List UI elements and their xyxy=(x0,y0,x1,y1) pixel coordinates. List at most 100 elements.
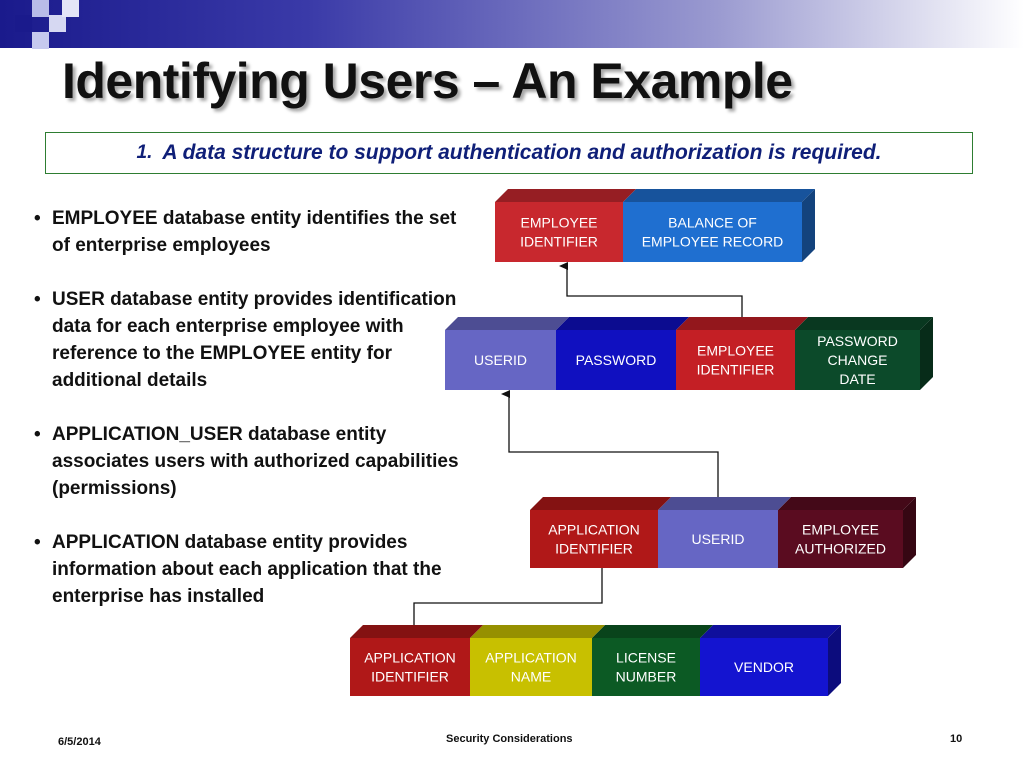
field-top-face xyxy=(556,317,689,330)
field-vendor: VENDOR xyxy=(700,625,841,696)
field-front-face xyxy=(556,330,676,390)
bullet-list: • EMPLOYEE database entity identifies th… xyxy=(32,205,462,637)
connectors xyxy=(413,262,743,645)
field-employee-authorized: EMPLOYEE AUTHORIZED xyxy=(778,497,916,568)
field-label: EMPLOYEE xyxy=(520,215,597,231)
field-label: AUTHORIZED xyxy=(795,541,886,557)
fk-user-to-employee xyxy=(559,262,743,330)
field-employee-identifier: EMPLOYEE IDENTIFIER xyxy=(495,189,636,262)
field-label: USERID xyxy=(474,352,527,368)
field-top-face xyxy=(495,189,636,202)
bullet-text: APPLICATION_USER database entity associa… xyxy=(52,424,459,499)
requirement-number: 1. xyxy=(136,142,153,163)
field-label: VENDOR xyxy=(734,659,794,675)
field-front-face xyxy=(445,330,556,390)
bullet-dot: • xyxy=(34,424,41,445)
field-side-face xyxy=(920,317,933,390)
field-label: CHANGE xyxy=(828,352,888,368)
field-side-face xyxy=(903,497,916,568)
field-userid: USERID xyxy=(658,497,791,568)
field-label: PASSWORD xyxy=(576,352,657,368)
field-label: USERID xyxy=(692,531,745,547)
field-application-identifier: APPLICATION IDENTIFIER xyxy=(530,497,671,568)
field-front-face xyxy=(700,638,828,696)
slide-title: Identifying Users – An Example xyxy=(62,53,793,109)
field-label: IDENTIFIER xyxy=(371,669,449,685)
footer-date: 6/5/2014 xyxy=(58,736,101,748)
field-top-face xyxy=(795,317,933,330)
field-front-face xyxy=(495,202,623,262)
field-top-face xyxy=(530,497,671,510)
page-number: 10 xyxy=(950,733,963,745)
field-side-face xyxy=(802,189,815,262)
field-top-face xyxy=(658,497,791,510)
field-label: BALANCE OF xyxy=(668,215,757,231)
field-top-face xyxy=(676,317,808,330)
field-front-face xyxy=(795,330,920,390)
requirement-box: 1. A data structure to support authentic… xyxy=(45,132,973,174)
field-label: IDENTIFIER xyxy=(555,541,633,557)
field-userid: USERID xyxy=(445,317,569,390)
square-dark xyxy=(15,15,32,32)
bullet-user: • USER database entity provides identifi… xyxy=(32,286,462,394)
field-label: APPLICATION xyxy=(485,650,577,666)
field-application-name: APPLICATION NAME xyxy=(470,625,605,696)
field-top-face xyxy=(778,497,916,510)
field-side-face xyxy=(828,625,841,696)
field-password-change-date: PASSWORD CHANGE DATE xyxy=(795,317,933,390)
field-front-face xyxy=(592,638,700,696)
field-label: EMPLOYEE xyxy=(697,343,774,359)
field-front-face xyxy=(658,510,778,568)
entity-user: PASSWORD CHANGE DATE EMPLOYEE IDENTIFIER PASS… xyxy=(445,317,933,390)
field-top-face xyxy=(700,625,841,638)
field-label: APPLICATION xyxy=(548,522,640,538)
field-label: LICENSE xyxy=(616,650,676,666)
field-front-face xyxy=(623,202,802,262)
bullet-text: EMPLOYEE database entity identifies the … xyxy=(52,208,457,256)
square-light xyxy=(32,0,49,17)
field-front-face xyxy=(350,638,470,696)
decorative-squares xyxy=(0,0,80,70)
field-label: IDENTIFIER xyxy=(520,234,598,250)
bullet-application-user: • APPLICATION_USER database entity assoc… xyxy=(32,421,462,502)
bullet-dot: • xyxy=(34,532,41,553)
bullet-dot: • xyxy=(34,289,41,310)
field-front-face xyxy=(676,330,795,390)
field-label: NAME xyxy=(511,669,551,685)
field-top-face xyxy=(623,189,815,202)
field-top-face xyxy=(592,625,713,638)
bullet-text: APPLICATION database entity provides inf… xyxy=(52,532,442,607)
bullet-employee: • EMPLOYEE database entity identifies th… xyxy=(32,205,462,259)
field-label: PASSWORD xyxy=(817,333,898,349)
field-label: EMPLOYEE xyxy=(802,522,879,538)
footer-center: Security Considerations xyxy=(446,733,573,745)
field-front-face xyxy=(778,510,903,568)
square-light xyxy=(49,15,66,32)
field-employee-identifier: EMPLOYEE IDENTIFIER xyxy=(676,317,808,390)
fk-app-to-appuser xyxy=(413,568,603,645)
title-bar-gradient xyxy=(0,0,1024,48)
entity-application: VENDORLICENSENUMBERAPPLICATIONNAMEAPPLIC… xyxy=(350,625,841,696)
field-front-face xyxy=(530,510,658,568)
square-light xyxy=(32,32,49,49)
field-top-face xyxy=(470,625,605,638)
requirement-text: A data structure to support authenticati… xyxy=(162,141,882,164)
field-top-face xyxy=(445,317,569,330)
field-top-face xyxy=(350,625,483,638)
field-label: DATE xyxy=(839,371,875,387)
field-application-identifier: APPLICATION IDENTIFIER xyxy=(350,625,483,696)
field-label: IDENTIFIER xyxy=(697,362,775,378)
square-light xyxy=(62,0,79,17)
entity-application-user: EMPLOYEE AUTHORIZED USERID APPLICATION IDENT… xyxy=(530,497,916,568)
field-front-face xyxy=(470,638,592,696)
field-password: PASSWORD xyxy=(556,317,689,390)
bullet-application: • APPLICATION database entity provides i… xyxy=(32,529,462,610)
bullet-dot: • xyxy=(34,208,41,229)
fk-appuser-to-user xyxy=(501,390,719,510)
field-label: APPLICATION xyxy=(364,650,456,666)
bullet-text: USER database entity provides identifica… xyxy=(52,289,457,391)
